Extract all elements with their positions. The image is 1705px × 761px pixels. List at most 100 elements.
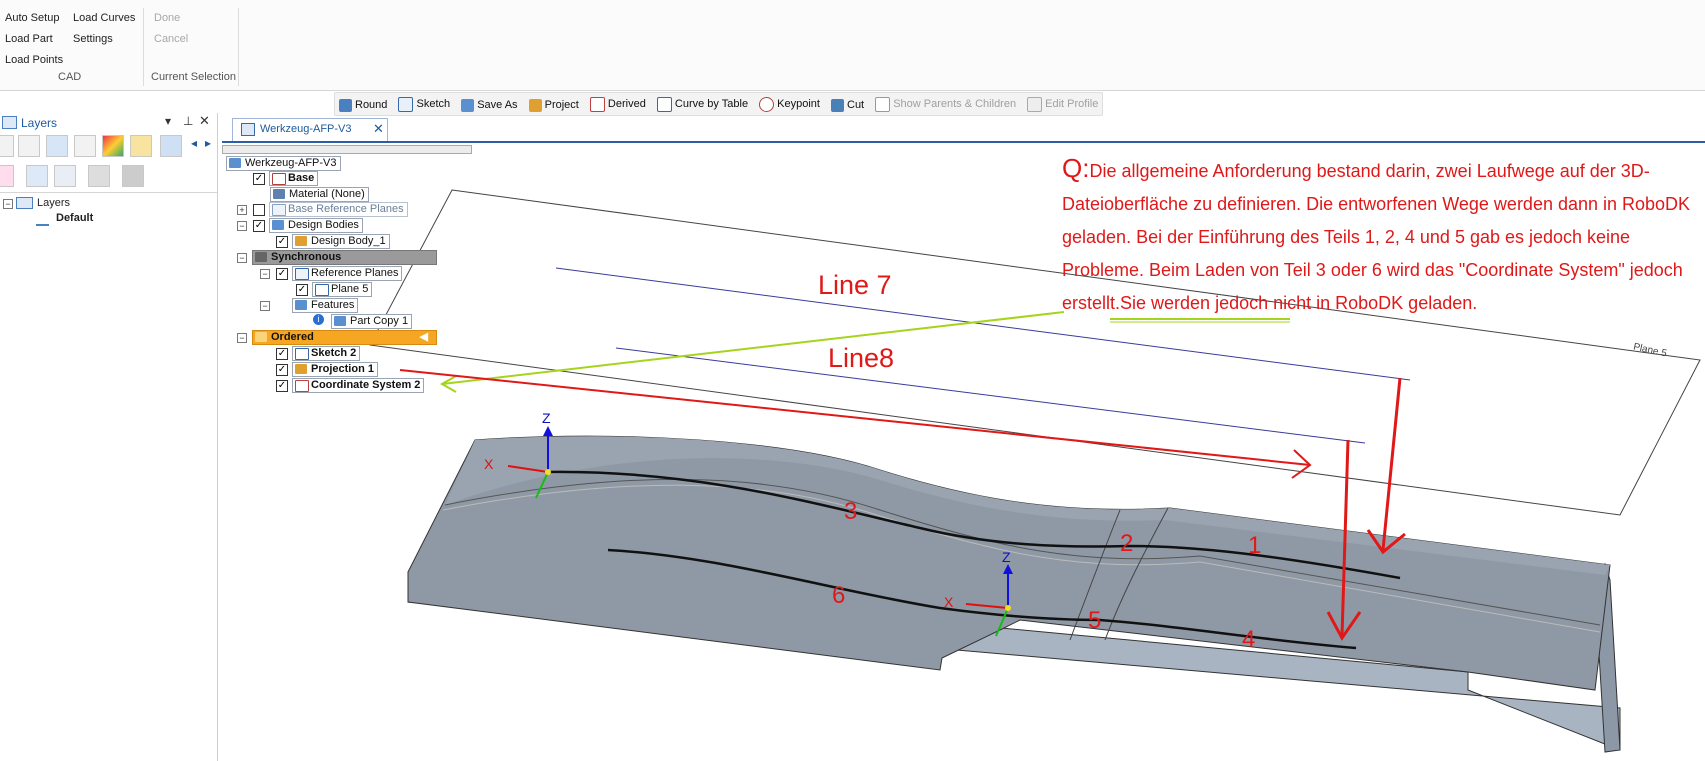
tree-synchronous-label: Synchronous [271,251,342,263]
derived-command[interactable]: Derived [586,93,650,115]
layer-default-item[interactable]: Default [56,212,94,224]
save-as-label: Save As [477,99,518,111]
load-curves-button[interactable]: Load Curves [73,12,136,24]
line-7-label: Line 7 [818,270,892,300]
sketch-icon [295,348,309,360]
tree-design-body-1[interactable]: Design Body_1 [292,234,390,249]
tree-base[interactable]: Base [269,171,319,186]
pathfinder-splitter[interactable] [222,145,472,154]
part-number-1: 1 [1248,532,1262,559]
line-7 [555,267,1411,381]
save-as-command[interactable]: Save As [457,94,521,116]
layer-remove-icon[interactable] [0,165,14,187]
tree-part-copy-1[interactable]: Part Copy 1 [331,314,413,329]
design-body-1-checkbox[interactable]: ✓ [276,236,288,248]
edit-profile-command[interactable]: Edit Profile [1023,93,1102,115]
help-icon[interactable] [18,135,40,157]
collapse-toggle[interactable]: − [260,269,270,279]
base-checkbox[interactable]: ✓ [253,173,265,185]
part-copy-icon [334,316,346,326]
tree-design-bodies[interactable]: Design Bodies [269,218,363,233]
expand-toggle[interactable]: + [237,205,247,215]
cad-group-label: CAD [58,71,82,83]
tree-base-reference-planes[interactable]: Base Reference Planes [269,202,408,217]
key-icon[interactable] [130,135,152,157]
collapse-toggle[interactable]: − [3,199,13,209]
projection-1-checkbox[interactable]: ✓ [276,364,288,376]
tree-projection-1[interactable]: Projection 1 [292,362,378,377]
curve-by-table-command[interactable]: Curve by Table [653,93,752,115]
color-grid-icon[interactable] [46,135,68,157]
cs1-origin [545,469,551,475]
camera-icon[interactable] [160,135,182,157]
save-as-icon [461,98,475,112]
close-icon[interactable]: ✕ [199,113,210,128]
reference-planes-checkbox[interactable]: ✓ [276,268,288,280]
base-reference-planes-checkbox[interactable] [253,204,265,216]
grid-icon[interactable] [74,135,96,157]
tree-design-bodies-label: Design Bodies [288,219,359,231]
document-tab-label: Werkzeug-AFP-V3 [260,123,352,135]
tree-sketch-2[interactable]: Sketch 2 [292,346,361,361]
project-command[interactable]: Project [525,94,583,116]
pin-icon[interactable]: ⊥ [183,114,194,128]
close-tab-icon[interactable]: ✕ [373,121,384,136]
plane-5-checkbox[interactable]: ✓ [296,284,308,296]
auto-setup-button[interactable]: Auto Setup [5,12,60,24]
collapse-toggle[interactable]: − [237,253,247,263]
tree-plane-5[interactable]: Plane 5 [312,282,373,297]
cancel-button[interactable]: Cancel [154,33,189,45]
tree-sketch-2-label: Sketch 2 [311,347,357,359]
layer-hide-icon[interactable] [88,165,110,187]
show-parents-children-command[interactable]: Show Parents & Children [871,93,1020,115]
groove-highlight [442,484,1601,633]
red-arrow-1 [1381,377,1402,551]
tree-features-label: Features [311,299,355,311]
part-number-5: 5 [1088,607,1102,634]
layer-eraser-icon[interactable] [122,165,144,187]
cs1-x-axis [507,465,549,473]
panel-divider [0,192,217,193]
settings-button[interactable]: Settings [73,33,113,45]
tree-synchronous[interactable]: Synchronous [252,250,437,265]
red-arrow-2 [1340,439,1350,637]
rollback-arrow-icon[interactable]: ◀ [419,331,428,343]
layer-tool-icon[interactable] [0,135,14,157]
tree-features[interactable]: Features [292,298,359,313]
sketch-2-checkbox[interactable]: ✓ [276,348,288,360]
green-arrowhead [439,375,457,393]
sketch-label: Sketch [416,98,451,110]
document-tab[interactable]: Werkzeug-AFP-V3 ✕ [232,118,388,141]
tree-material[interactable]: Material (None) [270,187,369,202]
layers-tree-root[interactable]: Layers [37,197,71,209]
sketch-command[interactable]: Sketch [394,93,454,115]
layer-new-icon[interactable] [26,165,48,187]
tree-root-node[interactable]: Werkzeug-AFP-V3 [226,156,341,171]
question-highlight: Coordinate System [1465,260,1619,280]
scroll-left-icon[interactable]: ◂ [191,136,198,150]
collapse-toggle[interactable]: − [237,221,247,231]
design-bodies-icon [272,220,284,230]
tree-ordered[interactable]: Ordered◀ [252,330,437,345]
part-number-3: 3 [844,498,858,525]
load-part-button[interactable]: Load Part [5,33,53,45]
load-points-button[interactable]: Load Points [5,54,64,66]
cs2-x-axis [965,603,1009,609]
cut-command[interactable]: Cut [827,94,868,116]
tree-coordinate-system-2[interactable]: Coordinate System 2 [292,378,425,393]
round-command[interactable]: Round [335,94,391,116]
scroll-right-icon[interactable]: ▸ [205,136,212,150]
layer-move-icon[interactable] [54,165,76,187]
done-button[interactable]: Done [154,12,181,24]
coordinate-system-2-checkbox[interactable]: ✓ [276,380,288,392]
pencil-icon [36,212,49,226]
collapse-toggle[interactable]: − [260,301,270,311]
dropdown-icon[interactable]: ▾ [165,114,172,128]
coordinate-system-icon [295,380,309,392]
tree-reference-planes[interactable]: Reference Planes [292,266,403,281]
keypoint-command[interactable]: Keypoint [755,93,824,115]
palette-icon[interactable] [102,135,124,157]
design-bodies-checkbox[interactable]: ✓ [253,220,265,232]
collapse-toggle[interactable]: − [237,333,247,343]
